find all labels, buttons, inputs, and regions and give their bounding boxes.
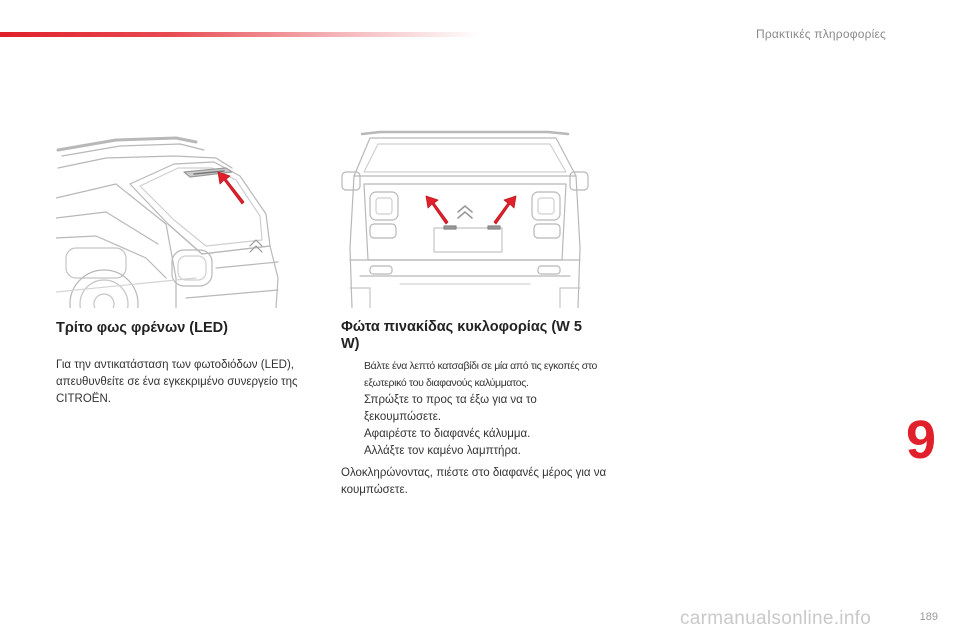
chapter-number: 9: [905, 410, 937, 470]
third-brake-light-text: Για την αντικατάσταση των φωτοδιόδων (LE…: [56, 359, 298, 405]
number-plate-lamps-heading: Φώτα πινακίδας κυκλοφορίας (W 5 W): [341, 319, 582, 352]
replacement-steps: Βάλτε ένα λεπτό κατσαβίδι σε μία από τις…: [341, 358, 611, 460]
header-accent-bar: [0, 32, 480, 37]
number-plate-lamps-illustration: [340, 128, 590, 308]
step-text: Βάλτε ένα λεπτό κατσαβίδι σε μία από τις…: [364, 360, 598, 389]
red-arrow-icon: [217, 171, 245, 205]
list-item: Αφαιρέστε το διαφανές κάλυμμα.: [341, 426, 611, 443]
red-arrow-left-icon: [425, 195, 449, 225]
list-item: Βάλτε ένα λεπτό κατσαβίδι σε μία από τις…: [341, 358, 611, 392]
red-arrow-right-icon: [493, 195, 517, 225]
list-item: Σπρώξτε το προς τα έξω για να το ξεκουμπ…: [341, 392, 611, 426]
page-number: 189: [919, 611, 938, 623]
step-text: Αλλάξτε τον καμένο λαμπτήρα.: [364, 445, 521, 457]
section-title: Πρακτικές πληροφορίες: [755, 27, 886, 41]
step-text: Αφαιρέστε το διαφανές κάλυμμα.: [364, 428, 531, 440]
third-brake-light-illustration: [56, 128, 284, 308]
step-text: Σπρώξτε το προς τα έξω για να το ξεκουμπ…: [364, 394, 537, 423]
third-brake-light-heading: Τρίτο φως φρένων (LED): [56, 320, 228, 336]
closing-note: Ολοκληρώνοντας, πιέστε στο διαφανές μέρο…: [341, 467, 607, 496]
watermark: carmanualsonline.info: [680, 608, 872, 629]
list-item: Αλλάξτε τον καμένο λαμπτήρα.: [341, 443, 611, 460]
